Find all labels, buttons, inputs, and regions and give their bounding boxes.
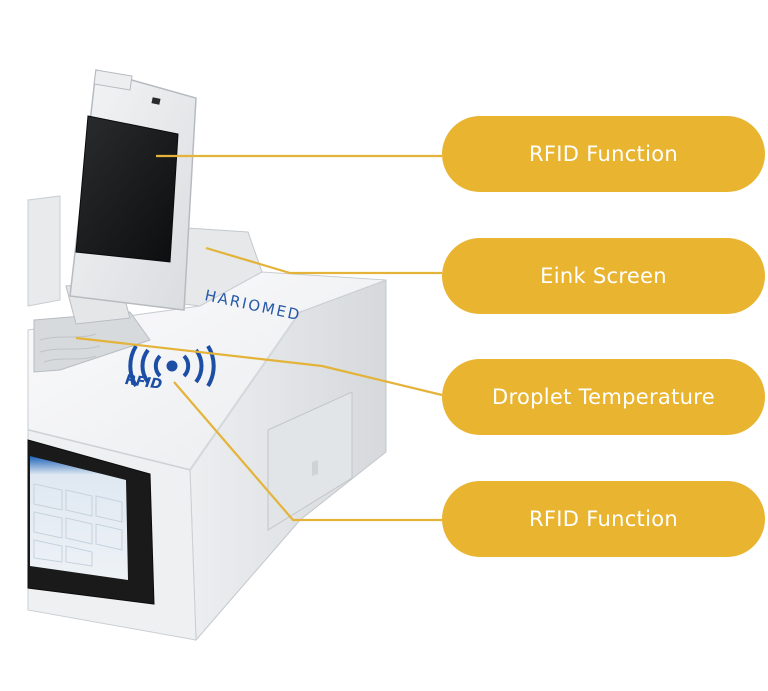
callout-label: Eink Screen [540,264,667,288]
side-door [267,391,353,531]
rear-shelf [27,195,61,307]
rfid-logo-text: RFID [124,372,163,393]
side-vent [312,460,318,476]
callout-label: RFID Function [529,507,678,531]
leader-lines [75,154,443,522]
lid-tab [93,69,133,91]
callout-rfid-function-top: RFID Function [442,116,765,192]
leader-line-4 [173,381,442,522]
callout-rfid-function-bottom: RFID Function [442,481,765,557]
leader-line-3 [75,336,443,397]
leader-line-2 [205,246,442,275]
callout-eink-screen: Eink Screen [442,238,765,314]
lcd-display [30,456,128,580]
callout-droplet-temperature: Droplet Temperature [442,359,765,435]
callout-label: Droplet Temperature [492,385,715,409]
callout-label: RFID Function [529,142,678,166]
eink-screen [75,115,179,263]
